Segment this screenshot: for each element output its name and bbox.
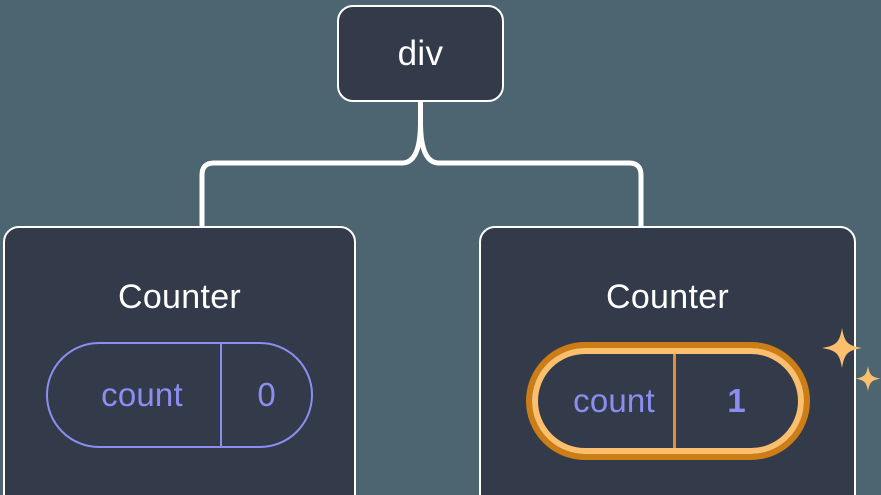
state-pill-right-inner-ring: count 1 xyxy=(531,348,804,454)
node-counter-right[interactable]: Counter count 1 xyxy=(479,226,880,495)
state-pill-right[interactable]: count 1 xyxy=(525,342,810,460)
sparkle-group xyxy=(821,328,880,392)
node-counter-right-label: Counter xyxy=(605,278,730,316)
state-hook-right: count 1 xyxy=(525,328,880,460)
state-pill-left[interactable]: count 0 xyxy=(46,342,313,448)
state-key-right: count xyxy=(538,354,676,448)
state-value-right: 1 xyxy=(727,382,746,419)
node-counter-left-label: Counter xyxy=(117,278,242,316)
node-counter-left[interactable]: Counter count 0 xyxy=(3,226,356,495)
sparkle-large-icon xyxy=(821,328,862,368)
node-div[interactable]: div xyxy=(337,5,504,102)
state-value-left: 0 xyxy=(257,376,276,413)
sparkle-small-icon xyxy=(855,366,880,392)
state-hook-left: count 0 xyxy=(46,342,313,448)
state-key-left: count xyxy=(48,344,222,446)
node-div-label: div xyxy=(397,34,444,73)
